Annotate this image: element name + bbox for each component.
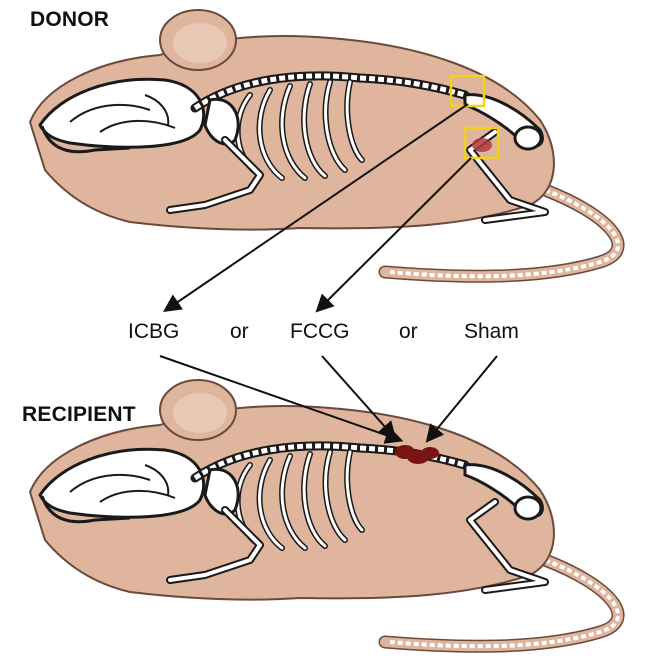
femur-graft-site	[472, 138, 492, 152]
option-fccg: FCCG	[290, 320, 350, 344]
recipient-label: RECIPIENT	[22, 403, 136, 427]
option-separator-2: or	[399, 320, 418, 344]
option-separator-1: or	[230, 320, 249, 344]
donor-mouse	[30, 10, 618, 276]
option-icbg: ICBG	[128, 320, 179, 344]
option-sham: Sham	[464, 320, 519, 344]
arrow-sham-to-recipient	[428, 356, 497, 440]
donor-label: DONOR	[30, 8, 109, 32]
